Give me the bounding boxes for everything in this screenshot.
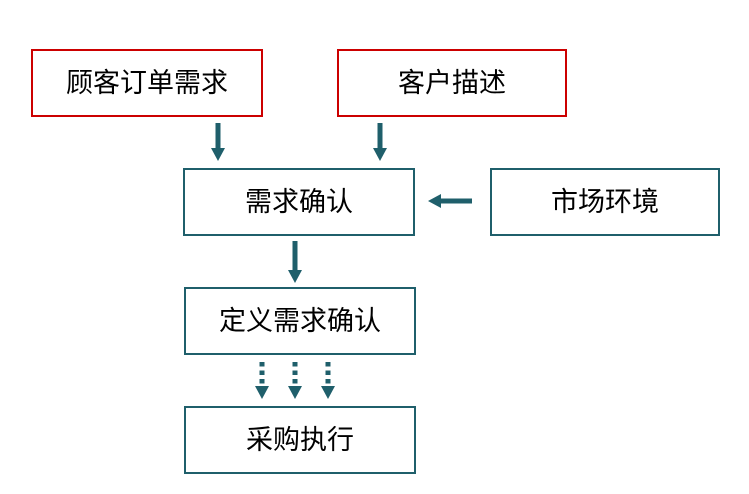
arrow-requirement-confirm-to-define-requirement-confirm bbox=[288, 241, 302, 283]
node-customer-order-label: 顾客订单需求 bbox=[66, 67, 228, 99]
arrow-customer-order-to-requirement-confirm bbox=[211, 123, 225, 161]
node-define-requirement-confirm-label: 定义需求确认 bbox=[219, 305, 381, 337]
arrow-customer-description-to-requirement-confirm bbox=[373, 123, 387, 161]
dashed-arrow-define-to-procurement-3 bbox=[321, 362, 335, 399]
node-customer-description: 客户描述 bbox=[337, 49, 567, 117]
arrow-market-environment-to-requirement-confirm bbox=[428, 194, 472, 208]
node-customer-order: 顾客订单需求 bbox=[31, 49, 263, 117]
node-requirement-confirm-label: 需求确认 bbox=[245, 186, 353, 218]
node-define-requirement-confirm: 定义需求确认 bbox=[184, 287, 416, 355]
dashed-arrow-define-to-procurement-1 bbox=[255, 362, 269, 399]
node-procurement-execution-label: 采购执行 bbox=[246, 424, 354, 456]
node-market-environment: 市场环境 bbox=[490, 168, 720, 236]
dashed-arrow-define-to-procurement-2 bbox=[288, 362, 302, 399]
node-customer-description-label: 客户描述 bbox=[398, 67, 506, 99]
node-market-environment-label: 市场环境 bbox=[551, 186, 659, 218]
node-procurement-execution: 采购执行 bbox=[184, 406, 416, 474]
node-requirement-confirm: 需求确认 bbox=[183, 168, 415, 236]
